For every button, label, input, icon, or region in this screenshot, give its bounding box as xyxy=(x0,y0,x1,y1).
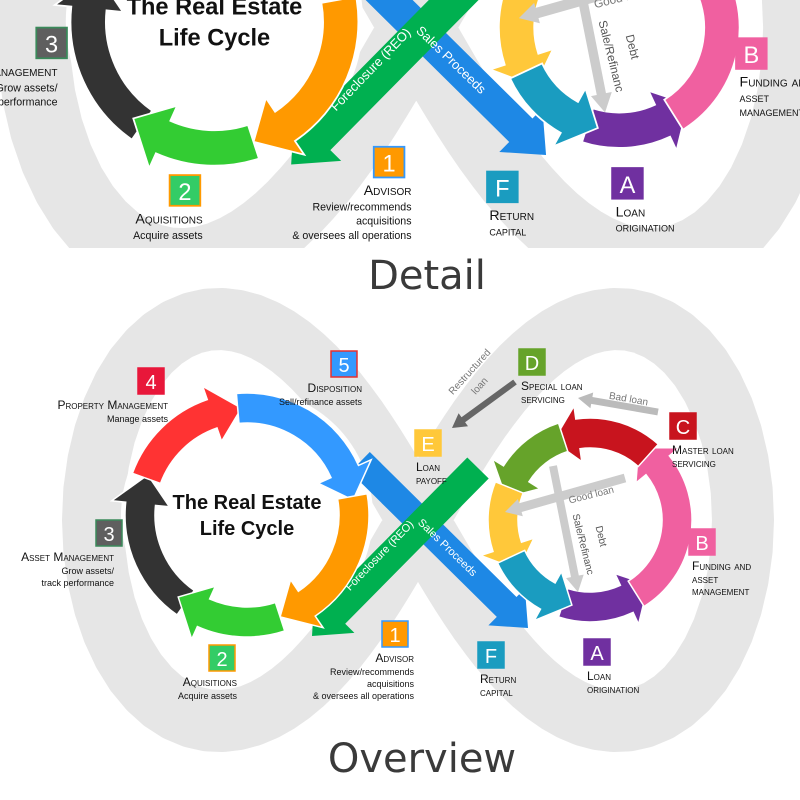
badge-desc-line: Sell/refinance assets xyxy=(279,397,363,407)
badge-code: 5 xyxy=(338,355,349,377)
badge-title: Property Management xyxy=(57,398,168,412)
badge-title: Return xyxy=(480,672,516,686)
badge-title: Loan xyxy=(416,460,440,474)
badge-desc-line: management xyxy=(692,586,749,598)
badge-desc-line: payoff xyxy=(416,475,447,487)
badge-title: Special loan xyxy=(521,379,583,393)
badge-5 xyxy=(330,350,358,378)
badge-d xyxy=(518,348,546,376)
badge-1 xyxy=(381,620,409,648)
badge-title: Master loan xyxy=(672,443,734,457)
badge-code: F xyxy=(485,646,497,668)
badge-b xyxy=(688,528,716,556)
right-ring-arrow-red xyxy=(552,403,660,468)
badge-e xyxy=(414,429,442,457)
right-ring-arrow-pink xyxy=(627,446,693,608)
left-ring-arrow-orange xyxy=(279,492,370,629)
badge-f xyxy=(477,641,505,669)
badge-code: 3 xyxy=(103,524,114,546)
badge-code: 4 xyxy=(145,372,156,394)
left-ring-arrow-black xyxy=(109,473,196,616)
foreclosure-reo-arrow xyxy=(312,457,489,636)
badge-title: Funding and xyxy=(692,559,751,573)
badge-title: Advisor xyxy=(375,651,414,665)
badge-c xyxy=(669,412,697,440)
badge-3 xyxy=(95,519,123,547)
badge-desc-line: servicing xyxy=(521,394,565,406)
badge-desc-line: Manage assets xyxy=(107,414,169,424)
badge-code: 1 xyxy=(389,625,400,647)
badge-desc-line: capital xyxy=(480,687,513,699)
infinity-band xyxy=(62,288,774,752)
detail-view xyxy=(0,0,800,265)
center-title-line-1: The Real Estate xyxy=(173,492,322,514)
badge-desc-line: Acquire assets xyxy=(178,691,238,701)
badge-code: A xyxy=(590,643,604,665)
badge-4 xyxy=(137,367,165,395)
badge-2 xyxy=(208,644,236,672)
badge-code: 2 xyxy=(216,649,227,671)
badge-title: Aquisitions xyxy=(183,675,237,689)
detail-title: Detail xyxy=(368,253,486,299)
badge-desc-line: asset xyxy=(692,574,718,586)
badge-code: C xyxy=(676,417,690,439)
badge-code: E xyxy=(421,434,434,456)
left-ring-backdrop xyxy=(121,389,373,641)
badge-code: D xyxy=(525,353,539,375)
left-ring-arrow-green xyxy=(177,585,286,642)
badge-code: B xyxy=(695,533,708,555)
badge-desc-line: Review/recommends xyxy=(330,667,415,677)
badge-title: Asset Management xyxy=(21,550,114,564)
badge-desc-line: track performance xyxy=(41,578,114,588)
center-title-line-2: Life Cycle xyxy=(200,518,294,540)
badge-desc-line: origination xyxy=(587,684,640,696)
left-ring-arrow-blue xyxy=(235,392,373,502)
badge-a xyxy=(583,638,611,666)
badge-title: Disposition xyxy=(308,381,363,395)
badge-title: Loan xyxy=(587,669,611,683)
good-loan-arrow xyxy=(505,473,627,517)
badge-desc-line: & oversees all operations xyxy=(313,691,415,701)
bad-loan-arrow xyxy=(578,392,659,416)
badge-desc-line: servicing xyxy=(672,458,716,470)
restructured-loan-arrow xyxy=(452,379,517,428)
debt-sale-arrow xyxy=(549,465,584,592)
badge-desc-line: acquisitions xyxy=(367,679,415,689)
debt-label: Debt xyxy=(593,525,609,548)
right-ring-arrow-teal xyxy=(496,549,573,623)
badge-desc-line: Grow assets/ xyxy=(61,566,114,576)
overview-title: Overview xyxy=(328,736,516,782)
sales-proceeds-arrow xyxy=(350,452,528,628)
